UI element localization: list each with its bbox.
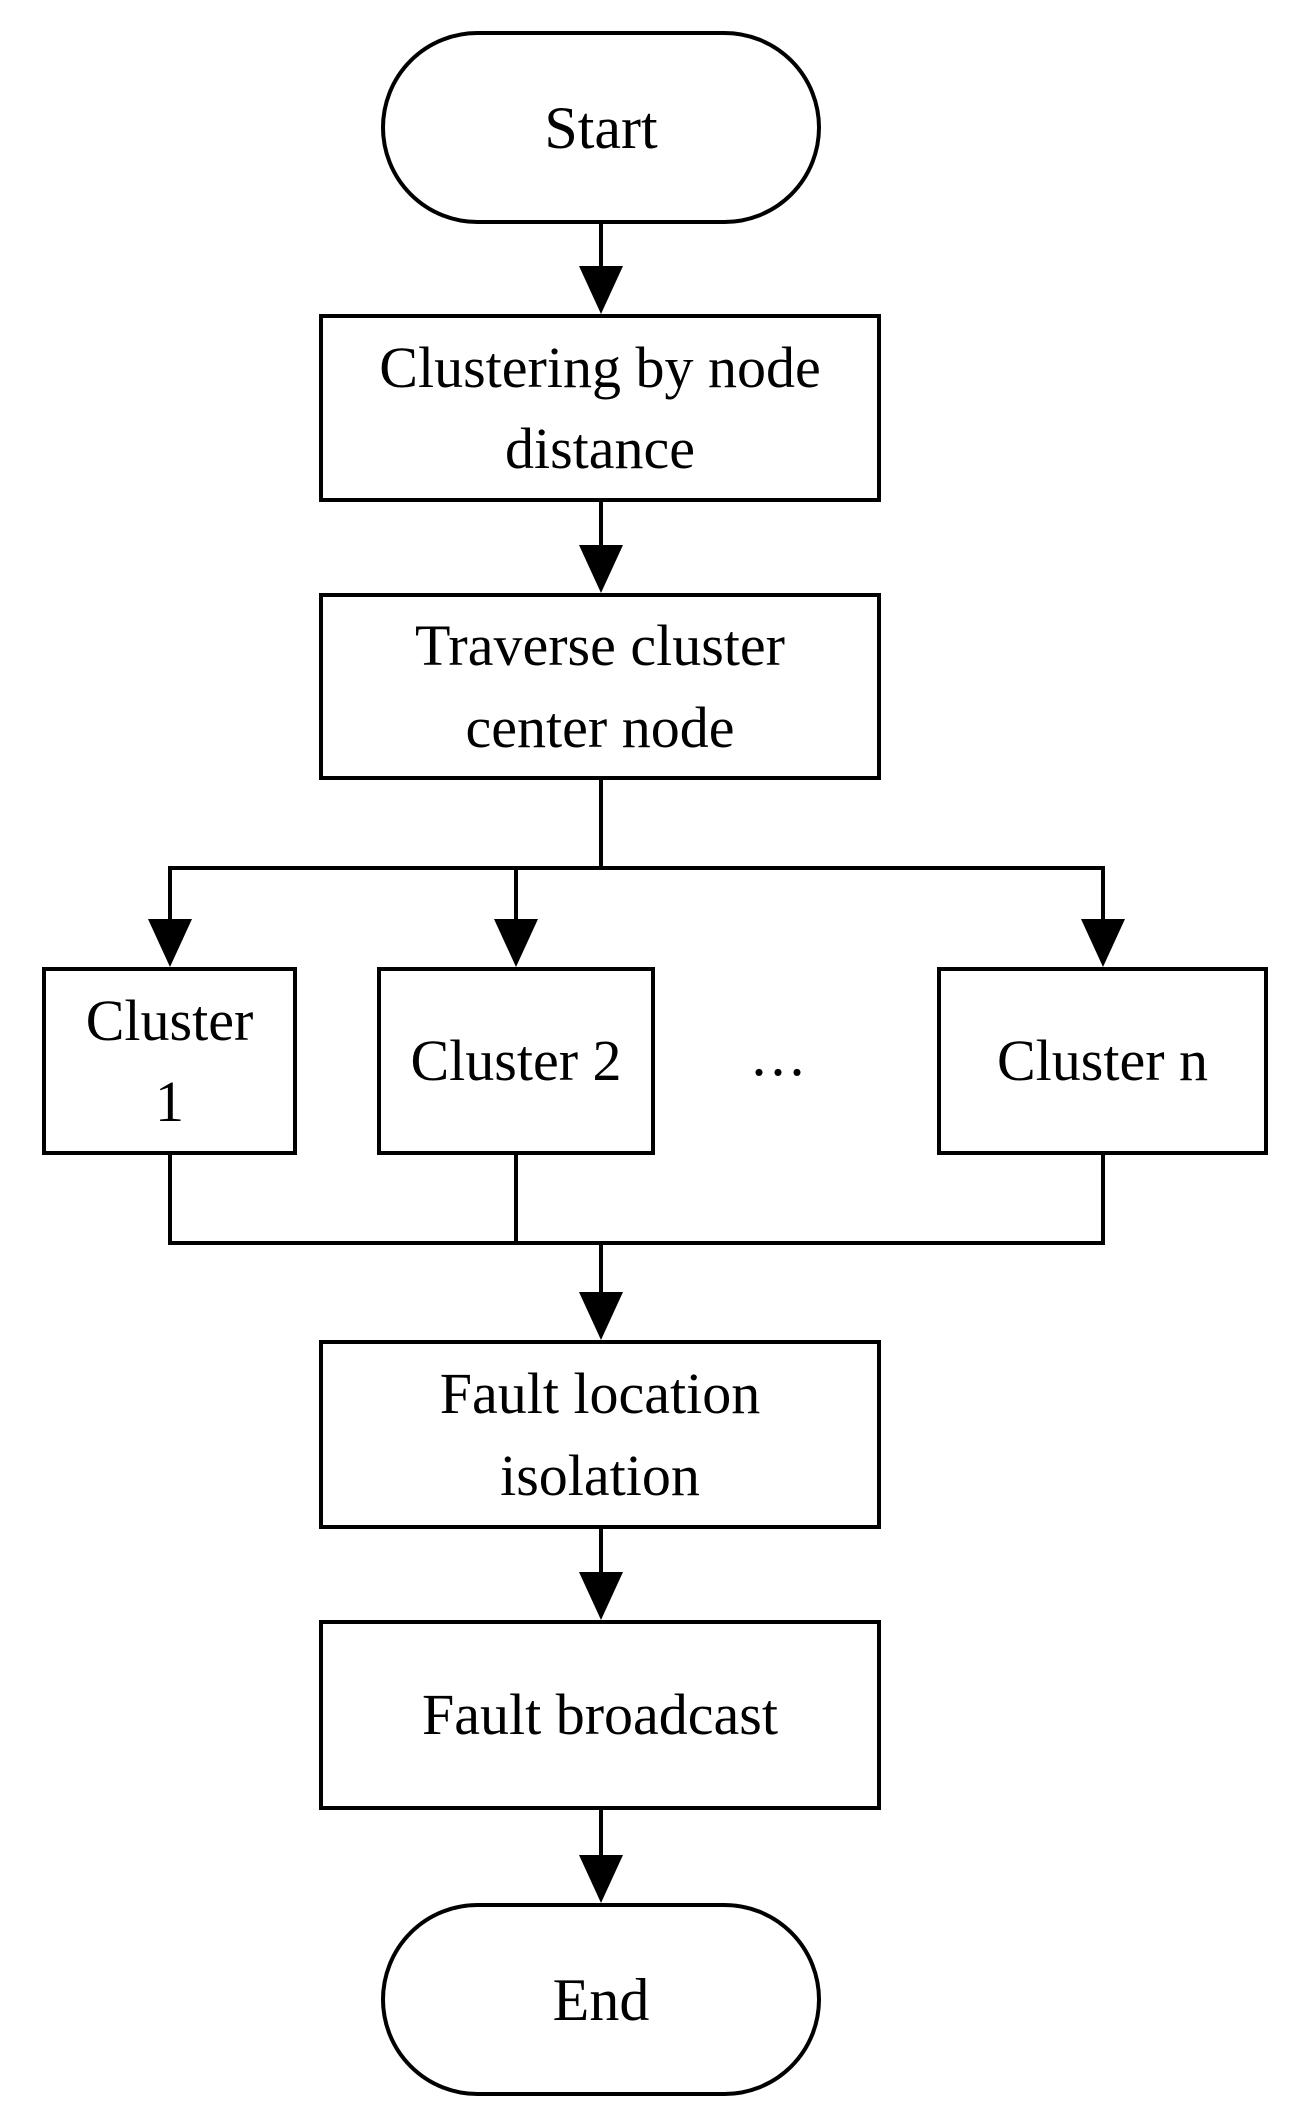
arrowhead-clustering-traverse [579,545,623,593]
end-terminator: End [381,1903,821,2096]
clustering-step: Clustering by node distance [319,314,881,502]
arrowhead-join-fault-location [579,1292,623,1340]
arrowhead-branch-cluster1 [148,919,192,967]
arrowhead-branch-clusterN [1081,919,1125,967]
arrowhead-branch-cluster2 [494,919,538,967]
arrowhead-fault-location-broadcast [579,1572,623,1620]
ellipsis-label: ... [751,1021,809,1088]
cluster-n-box: Cluster n [937,967,1268,1155]
traverse-step: Traverse cluster center node [319,593,881,780]
arrowhead-start-clustering [579,266,623,314]
fault-broadcast-step: Fault broadcast [319,1620,881,1810]
cluster-1-box: Cluster 1 [42,967,297,1155]
cluster-2-box: Cluster 2 [377,967,655,1155]
arrowhead-fault-broadcast-end [579,1855,623,1903]
start-terminator: Start [381,31,821,224]
fault-location-isolation-step: Fault location isolation [319,1340,881,1529]
